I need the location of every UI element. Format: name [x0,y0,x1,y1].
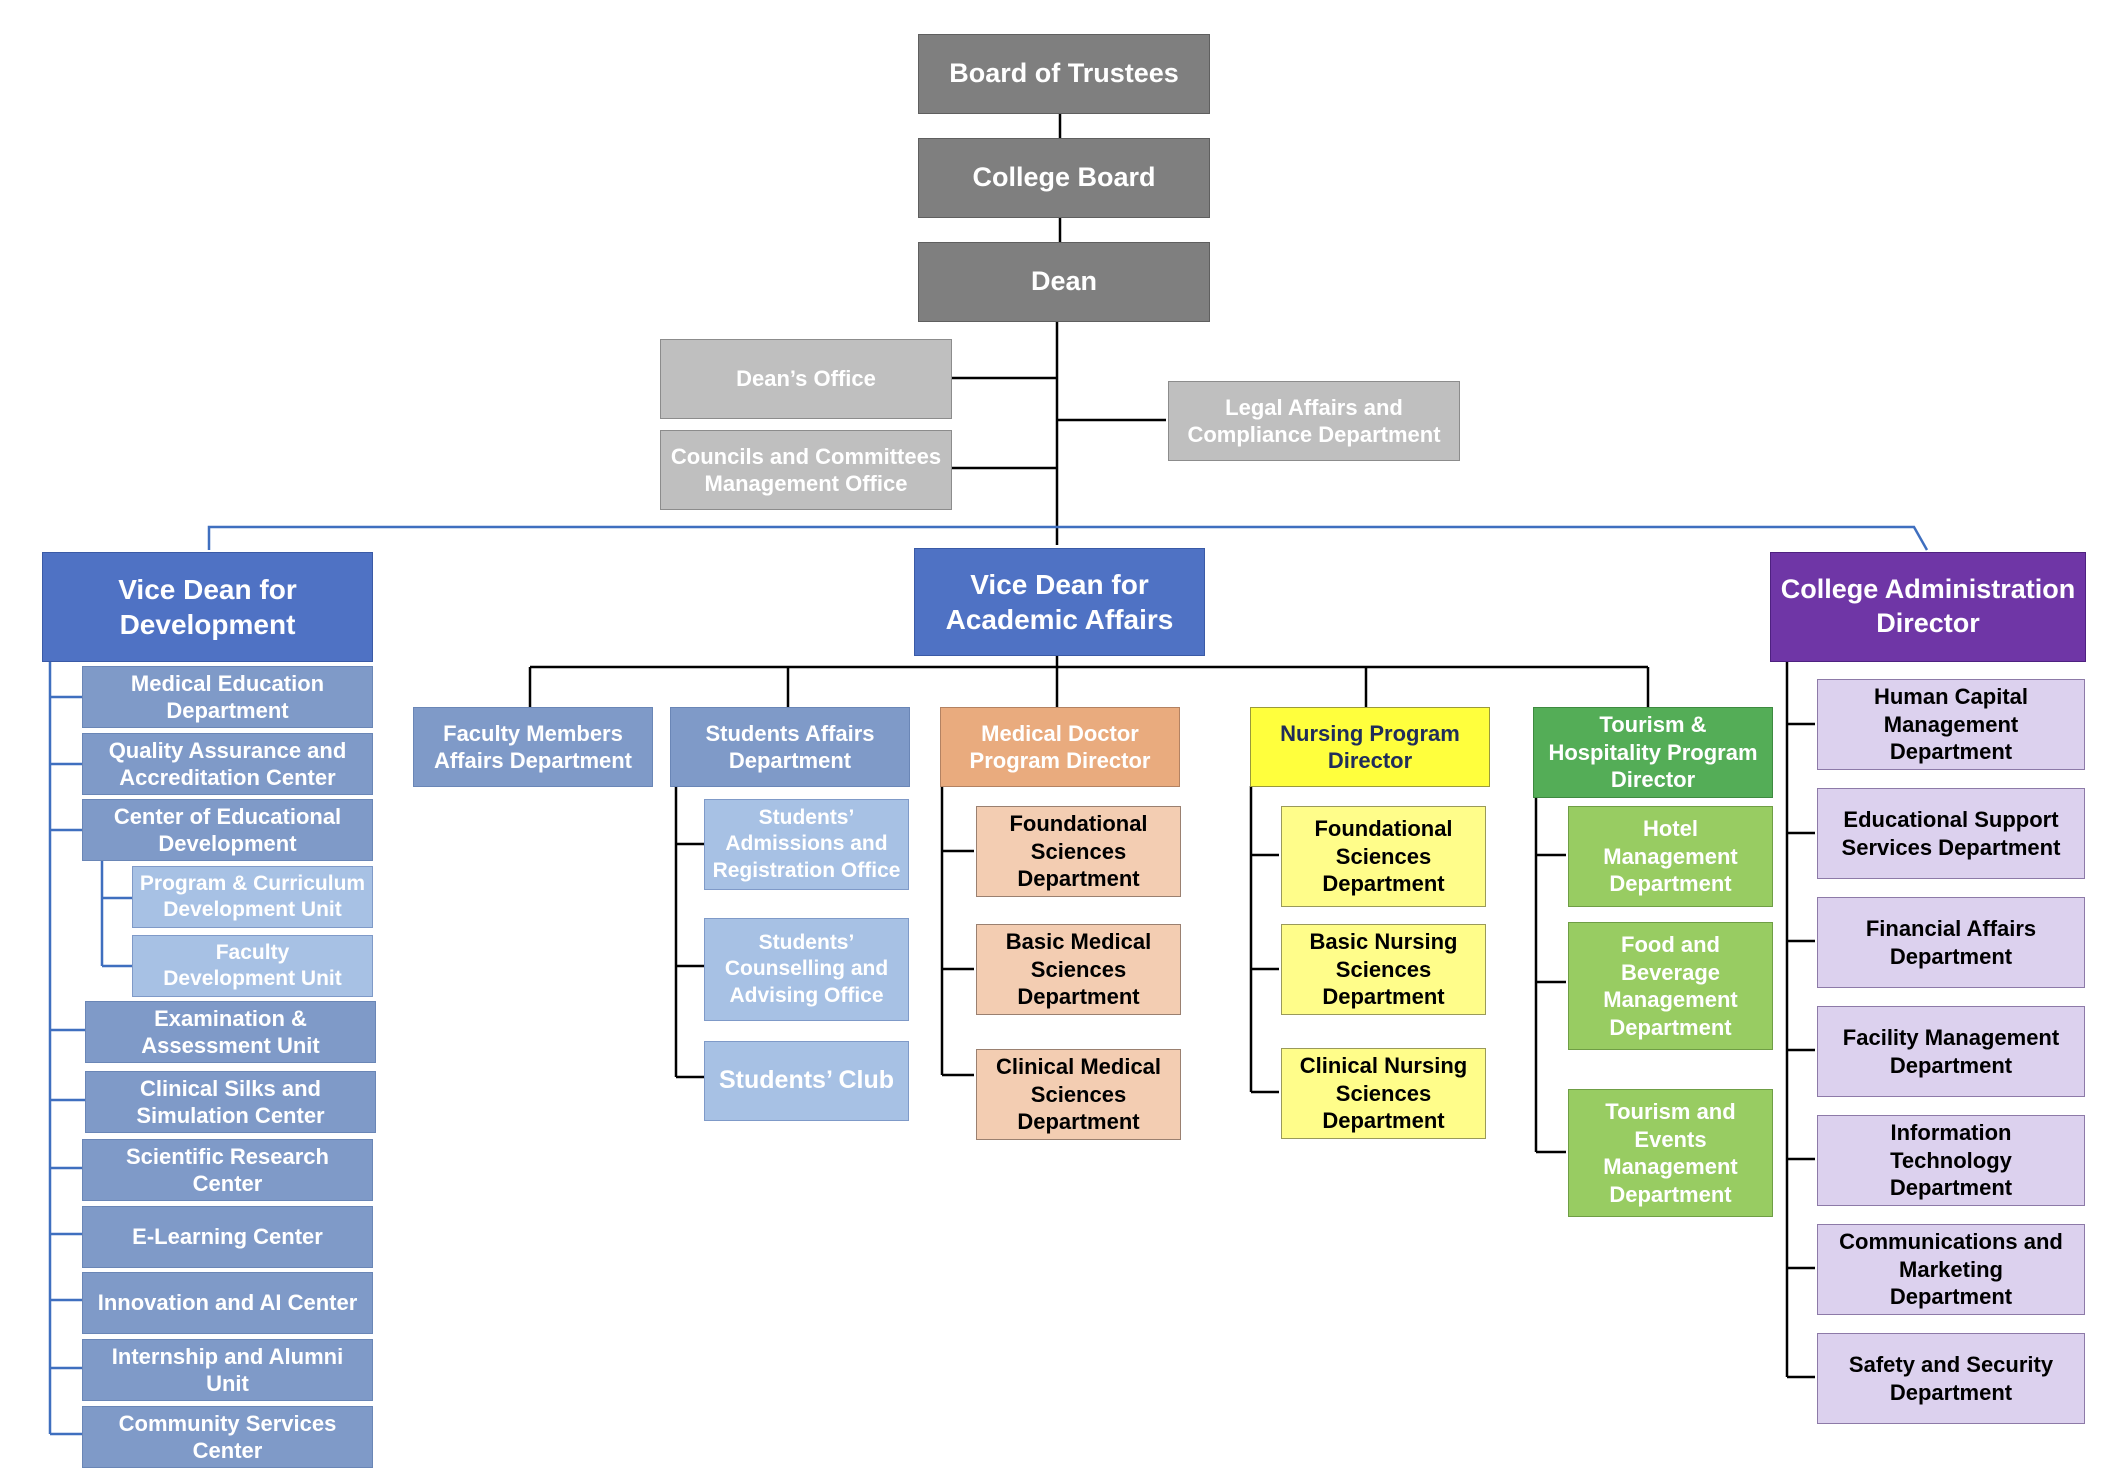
vice-dean-development-box: Vice Dean for Development [42,552,373,662]
dev-unit-box: Scientific Research Center [82,1139,373,1201]
food-beverage-box: Food and Beverage Management Department [1568,922,1773,1050]
dev-unit-box: Community Services Center [82,1406,373,1468]
dev-unit-box: Innovation and AI Center [82,1272,373,1334]
college-board-box: College Board [918,138,1210,218]
legal-affairs-box: Legal Affairs and Compliance Department [1168,381,1460,461]
faculty-members-affairs-box: Faculty Members Affairs Department [413,707,653,787]
md-basic-medical-box: Basic Medical Sciences Department [976,924,1181,1015]
dev-unit-box: Center of Educational Development [82,799,373,861]
students-admissions-box: Students’ Admissions and Registration Of… [704,799,909,890]
nursing-basic-box: Basic Nursing Sciences Department [1281,924,1486,1015]
vice-dean-academic-box: Vice Dean for Academic Affairs [914,548,1205,656]
students-affairs-box: Students Affairs Department [670,707,910,787]
tourism-director-box: Tourism & Hospitality Program Director [1533,707,1773,798]
admin-unit-box: Communications and Marketing Department [1817,1224,2085,1315]
dev-subunit-box: Program & Curriculum Development Unit [132,866,373,928]
blue-connectors [48,525,1929,1436]
admin-unit-box: Information Technology Department [1817,1115,2085,1206]
admin-unit-box: Facility Management Department [1817,1006,2085,1097]
college-administration-director-box: College Administration Director [1770,552,2086,662]
deans-office-box: Dean’s Office [660,339,952,419]
dev-unit-box: Quality Assurance and Accreditation Cent… [82,733,373,795]
dev-unit-box: Medical Education Department [82,666,373,728]
admin-unit-box: Safety and Security Department [1817,1333,2085,1424]
admin-unit-box: Human Capital Management Department [1817,679,2085,770]
md-foundational-box: Foundational Sciences Department [976,806,1181,897]
hotel-management-box: Hotel Management Department [1568,806,1773,907]
tourism-events-box: Tourism and Events Management Department [1568,1089,1773,1217]
black-connectors [528,114,1815,1379]
dev-unit-box: Examination & Assessment Unit [85,1001,376,1063]
dean-box: Dean [918,242,1210,322]
nursing-director-box: Nursing Program Director [1250,707,1490,787]
md-clinical-medical-box: Clinical Medical Sciences Department [976,1049,1181,1140]
dev-unit-box: Clinical Silks and Simulation Center [85,1071,376,1133]
admin-unit-box: Financial Affairs Department [1817,897,2085,988]
students-counselling-box: Students’ Counselling and Advising Offic… [704,918,909,1021]
dev-unit-box: E-Learning Center [82,1206,373,1268]
councils-committees-office-box: Councils and Committees Management Offic… [660,430,952,510]
students-club-box: Students’ Club [704,1041,909,1121]
medical-doctor-director-box: Medical Doctor Program Director [940,707,1180,787]
nursing-clinical-box: Clinical Nursing Sciences Department [1281,1048,1486,1139]
dev-unit-box: Internship and Alumni Unit [82,1339,373,1401]
admin-unit-box: Educational Support Services Department [1817,788,2085,879]
dev-subunit-box: Faculty Development Unit [132,935,373,997]
board-of-trustees-box: Board of Trustees [918,34,1210,114]
nursing-foundational-box: Foundational Sciences Department [1281,806,1486,907]
